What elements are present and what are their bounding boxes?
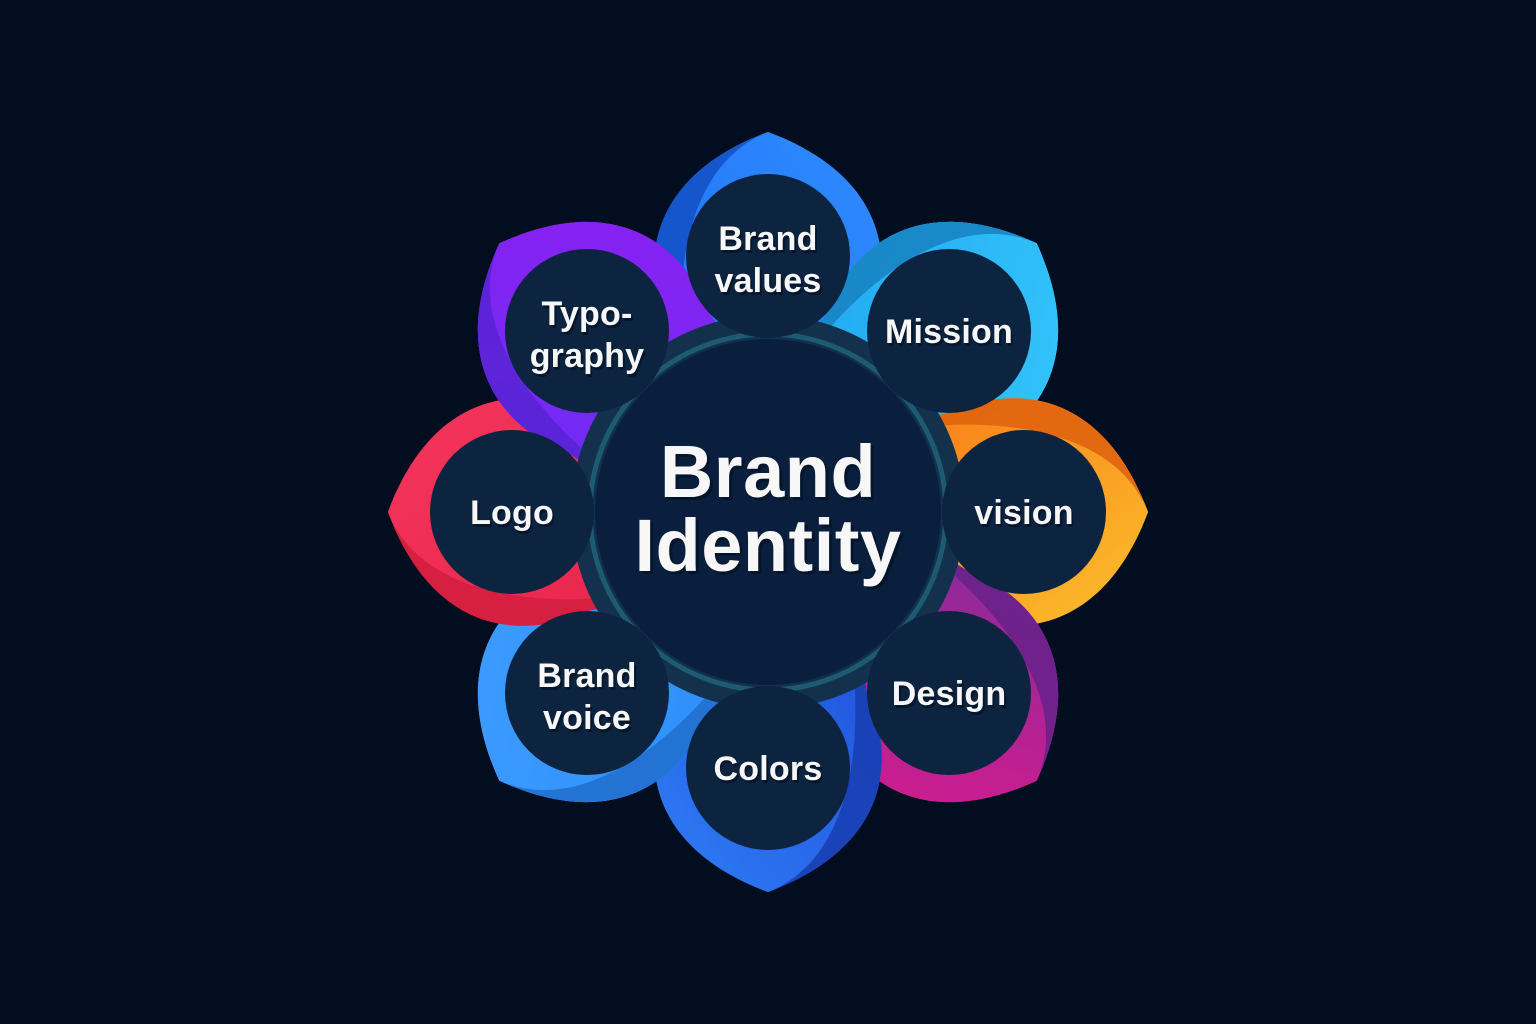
petal-disc-typography[interactable] — [504, 248, 669, 413]
petal-label-mission-line1: Mission — [885, 313, 1013, 351]
hub-title-line1-shadow: Brand — [663, 433, 879, 516]
petal-heads-layer: BrandvaluesBrandvaluesMissionMissionvisi… — [430, 174, 1106, 850]
petal-disc-colors[interactable] — [686, 686, 850, 850]
petal-label-vision-line1: vision — [974, 494, 1073, 532]
hub-inner-disc — [595, 339, 941, 685]
hub-title-line2: Identity — [634, 504, 901, 587]
petal-disc-design[interactable] — [867, 611, 1032, 776]
petal-label-brand-voice-line2-shadow: voice — [545, 702, 633, 740]
petal-label-brand-values-line1: Brand — [718, 220, 817, 258]
petal-label-typography-line1-shadow: Typo- — [543, 298, 634, 336]
petal-disc-brand-voice[interactable] — [504, 611, 669, 776]
petal-label-vision-line1-shadow: vision — [976, 497, 1075, 535]
petal-label-typography-line2-shadow: graphy — [532, 340, 647, 378]
petal-label-design-line1: Design — [892, 675, 1007, 713]
petal-disc-logo[interactable] — [430, 430, 594, 594]
petal-label-brand-voice-line1: Brand — [537, 657, 636, 695]
petal-label-brand-values-line2-shadow: values — [716, 265, 823, 303]
petal-label-brand-voice-line2: voice — [543, 699, 631, 737]
petal-label-brand-values-line2: values — [714, 262, 821, 300]
petal-label-colors-line1-shadow: Colors — [716, 753, 825, 791]
petal-label-mission-line1-shadow: Mission — [887, 316, 1015, 354]
petal-label-colors-line1: Colors — [714, 750, 823, 788]
petal-label-typography-line2: graphy — [530, 337, 645, 375]
petal-label-typography-line1: Typo- — [541, 295, 632, 333]
petal-label-design-line1-shadow: Design — [894, 678, 1009, 716]
petal-label-brand-voice-line1-shadow: Brand — [539, 660, 638, 698]
petal-label-logo-line1: Logo — [470, 494, 554, 532]
petal-label-logo-line1-shadow: Logo — [472, 497, 556, 535]
hub-center[interactable]: Brand Identity Brand Identity — [571, 315, 965, 709]
petal-disc-brand-values[interactable] — [686, 174, 850, 338]
petal-disc-mission[interactable] — [867, 248, 1032, 413]
petal-label-brand-values-line1-shadow: Brand — [720, 223, 819, 261]
hub-title-line1: Brand — [660, 430, 876, 513]
hub-title-line2-shadow: Identity — [637, 507, 904, 590]
petal-disc-vision[interactable] — [942, 430, 1106, 594]
